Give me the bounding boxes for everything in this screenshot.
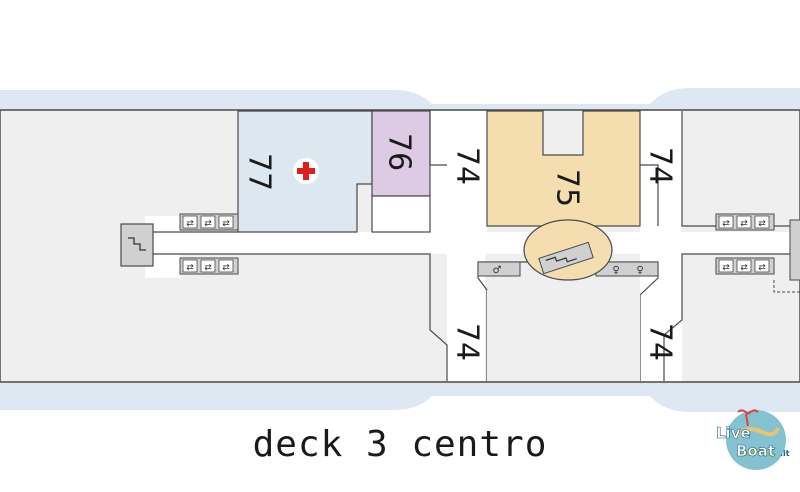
restroom-right: ♀ ♀ [595,261,659,277]
svg-text:.it: .it [780,449,790,458]
svg-text:Boat: Boat [736,442,775,460]
deck-caption: deck 3 centro [252,424,548,465]
svg-text:⇄: ⇄ [204,263,212,273]
svg-text:⇄: ⇄ [758,219,766,229]
restroom-left: ♂ [477,261,521,277]
svg-text:⇄: ⇄ [722,263,730,273]
room-number-75: 75 [550,169,585,207]
room-76-annex [371,195,431,233]
svg-text:⇄: ⇄ [222,263,230,273]
atrium-stairs [538,241,594,275]
elevator-bank-right-bottom: ⇄ ⇄ ⇄ [715,257,775,275]
stairs-icon [128,237,146,251]
room-number-74-top-left: 74 [450,147,485,185]
corridor-left-upper [430,111,447,236]
room-number-74-bottom-left: 74 [450,323,485,361]
corridor-right [640,111,682,381]
restroom-icon: ♂ [493,265,502,276]
elevator-icon: ⇄ [204,219,212,229]
room-number-76: 76 [382,133,417,171]
svg-text:⇄: ⇄ [740,263,748,273]
room-number-74-bottom-right: 74 [643,323,678,361]
svg-text:⇄: ⇄ [186,263,194,273]
lower-right-block [487,290,640,381]
corridor-cabin-block [447,111,487,232]
svg-text:⇄: ⇄ [758,263,766,273]
room-76 [371,110,431,197]
svg-text:⇄: ⇄ [740,219,748,229]
corridor-horizontal [145,232,800,254]
room-number-74-top-right: 74 [643,147,678,185]
elevator-bank-left-bottom: ⇄ ⇄ ⇄ [179,257,239,275]
elevator-bank-right-top: ⇄ ⇄ ⇄ [715,213,775,231]
palm-tree-icon [737,409,759,427]
restroom-icon: ♀ [636,265,643,276]
stairs-block-left [120,223,154,267]
svg-text:Live: Live [716,424,751,442]
room-75 [486,110,641,227]
elevator-icon: ⇄ [186,219,194,229]
svg-text:⇄: ⇄ [722,219,730,229]
restroom-icon: ♀ [612,265,619,276]
liveboat-logo: Live Boat .it [716,409,790,470]
elevator-icon: ⇄ [222,219,230,229]
stairs-block-right [789,219,800,281]
room-number-77: 77 [242,153,277,191]
elevator-bank-left-top: ⇄ ⇄ ⇄ [179,213,239,231]
stairs-icon [545,256,577,263]
